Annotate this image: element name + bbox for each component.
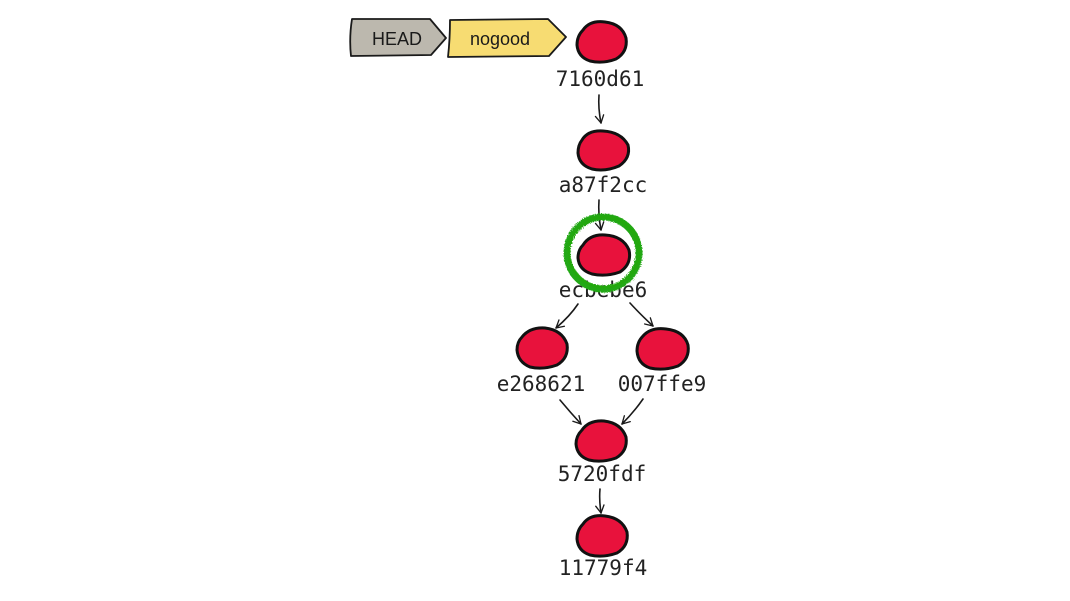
edge-007ffe9-5720fdf xyxy=(621,398,644,425)
commit-5720fdf[interactable]: 5720fdf xyxy=(558,419,647,486)
branch-ref-shape xyxy=(447,18,567,58)
commit-node xyxy=(575,20,628,64)
head-ref-label: HEAD xyxy=(372,29,422,49)
commit-sha-label: 5720fdf xyxy=(558,462,647,486)
branch-ref-label: nogood xyxy=(470,29,530,49)
commit-e268621[interactable]: e268621 xyxy=(497,326,586,396)
commit-node xyxy=(515,326,569,370)
head-ref-tag[interactable]: HEAD xyxy=(349,18,447,57)
commit-sha-label: 007ffe9 xyxy=(618,372,707,396)
commit-007ffe9[interactable]: 007ffe9 xyxy=(618,327,707,396)
commit-node xyxy=(575,514,629,558)
commit-node xyxy=(574,419,628,463)
edges xyxy=(555,94,654,514)
head-ref-shape xyxy=(349,18,447,57)
branch-ref-tag[interactable]: nogood xyxy=(447,18,567,58)
commit-node xyxy=(576,129,631,172)
commit-node xyxy=(576,233,632,277)
edge-ecbebe6-007ffe9 xyxy=(629,302,654,327)
edge-ecbebe6-e268621 xyxy=(555,303,579,329)
commit-sha-label: a87f2cc xyxy=(559,173,648,197)
commit-a87f2cc[interactable]: a87f2cc xyxy=(559,129,648,197)
commit-sha-label: 7160d61 xyxy=(556,67,645,91)
commit-sha-label: 11779f4 xyxy=(559,556,648,580)
commit-7160d61[interactable]: 7160d61 xyxy=(556,20,645,91)
edge-5720fdf-11779f4 xyxy=(595,488,605,514)
highlight-ring xyxy=(563,213,643,293)
commit-node xyxy=(635,327,690,371)
commit-11779f4[interactable]: 11779f4 xyxy=(559,514,648,580)
commit-sha-label: e268621 xyxy=(497,372,586,396)
edge-7160d61-a87f2cc xyxy=(594,94,605,124)
edge-e268621-5720fdf xyxy=(559,399,582,425)
